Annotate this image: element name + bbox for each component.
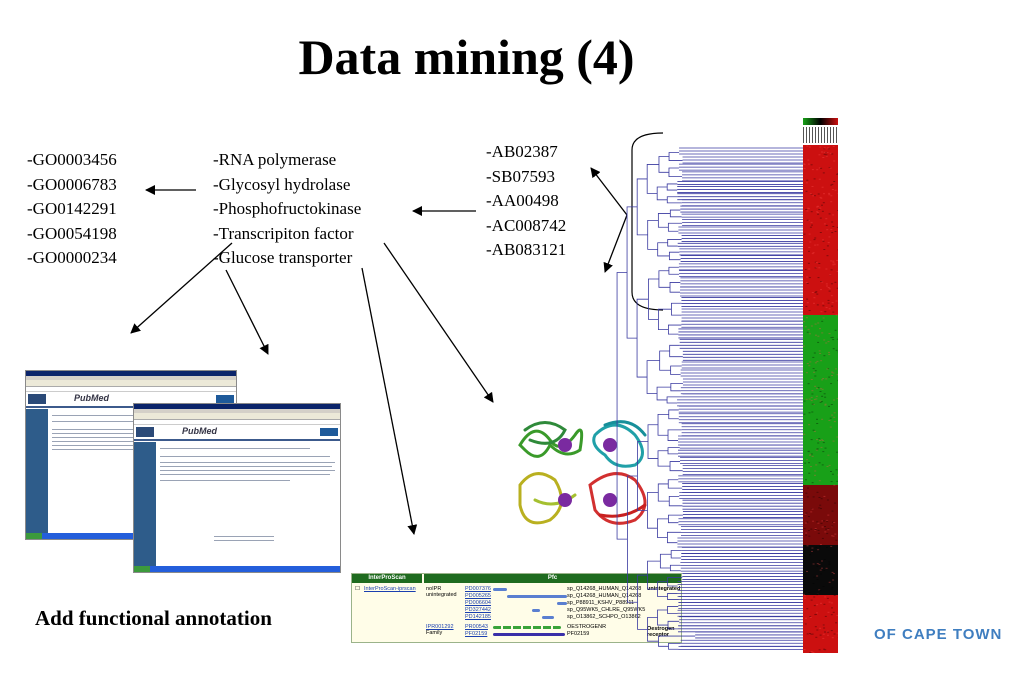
row-label: sp_Q95WK5_CHLRE_Q95WK5 bbox=[567, 607, 646, 613]
arrow-to-interpro bbox=[361, 267, 418, 535]
pfam-link[interactable]: PD142185 bbox=[465, 614, 491, 620]
window-titlebar bbox=[134, 404, 340, 409]
row-label: sp_Q14268_HUMAN_Q14268 bbox=[567, 593, 642, 599]
arrow-to-pubmed-1 bbox=[130, 242, 233, 334]
arrow-brace-down bbox=[603, 214, 628, 273]
go-term: -GO0006783 bbox=[27, 174, 117, 194]
protein-name: -RNA polymerase bbox=[213, 150, 337, 169]
go-term: -GO0000234 bbox=[27, 248, 117, 267]
ncbi-logo-icon bbox=[136, 427, 154, 437]
pfam-link[interactable]: PD005265 bbox=[465, 593, 491, 599]
accession: -AA00498 bbox=[486, 191, 559, 210]
arrow-brace-up bbox=[590, 167, 628, 216]
row-label: sp_P88911_KSHV_P88911 bbox=[567, 600, 635, 606]
group1-id: noIPR bbox=[426, 586, 442, 592]
pubmed-sidebar bbox=[26, 409, 48, 533]
page-title: Data mining (4) bbox=[298, 29, 635, 85]
pubmed-sidebar bbox=[134, 442, 156, 566]
accession: -AC008742 bbox=[486, 215, 567, 235]
expression-heatmap bbox=[803, 145, 838, 653]
arrow-to-structure bbox=[383, 242, 494, 403]
group1-type: unintegrated bbox=[426, 592, 457, 598]
pubmed-logo-icon: PubMed bbox=[182, 426, 217, 436]
protein-name: -Glycosyl hydrolase bbox=[213, 174, 351, 194]
protein-name: -Glucose transporter bbox=[213, 248, 353, 267]
browser-toolbar bbox=[134, 413, 340, 420]
pfam-link[interactable]: PD327442 bbox=[465, 607, 491, 613]
brace-icon bbox=[631, 132, 664, 311]
pubmed-logo-icon: PubMed bbox=[74, 393, 109, 403]
accession-list: -AB02387 -SB07593 -AA00498 -AC008742 -AB… bbox=[486, 140, 566, 263]
pfam-link[interactable]: PD007376 bbox=[465, 586, 491, 592]
group1-label: unintegrated bbox=[647, 586, 681, 592]
pubmed-header: PubMed bbox=[134, 425, 340, 441]
go-term-list: -GO0003456 -GO0006783 -GO0142291 -GO0054… bbox=[27, 148, 117, 271]
heatmap-color-scale bbox=[803, 118, 838, 125]
row-label: sp_Q14268_HUMAN_Q14268 bbox=[567, 586, 642, 592]
group2-label: Oestrogen receptor bbox=[647, 626, 675, 638]
go-term: -GO0003456 bbox=[27, 150, 117, 169]
interproscan-link[interactable]: InterProScan-iprscan bbox=[364, 586, 416, 592]
taskbar bbox=[26, 533, 236, 539]
library-logo-icon bbox=[216, 395, 234, 403]
go-term: -GO0054198 bbox=[27, 223, 117, 243]
start-button[interactable] bbox=[134, 566, 150, 572]
protein-name-list: -RNA polymerase -Glycosyl hydrolase -Pho… bbox=[213, 148, 361, 271]
taskbar bbox=[134, 566, 340, 572]
row-label: OESTROGENR bbox=[567, 624, 607, 630]
row-label: PF02159 bbox=[567, 631, 590, 637]
heatmap-sample-labels bbox=[803, 127, 838, 143]
protein-name: -Transcripiton factor bbox=[213, 223, 354, 243]
pfam-link[interactable]: PF02159 bbox=[465, 631, 488, 637]
go-term: -GO0142291 bbox=[27, 199, 117, 218]
start-button[interactable] bbox=[26, 533, 42, 539]
interpro-col-header: InterProScan bbox=[352, 574, 422, 583]
library-logo-icon bbox=[320, 428, 338, 436]
menu-bar bbox=[134, 409, 340, 413]
address-bar bbox=[26, 387, 236, 392]
arrow-to-pubmed-2 bbox=[225, 269, 269, 355]
menu-bar bbox=[26, 376, 236, 380]
browser-toolbar bbox=[26, 380, 236, 387]
window-titlebar bbox=[26, 371, 236, 376]
pfam-link[interactable]: PD006604 bbox=[465, 600, 491, 606]
interpro-table: InterProScan Pfc ☐ InterProScan-iprscan … bbox=[351, 573, 682, 643]
pfc-col-header: Pfc bbox=[424, 574, 681, 583]
row-label: sp_O13862_SCHPO_O13862 bbox=[567, 614, 641, 620]
accession: -SB07593 bbox=[486, 166, 555, 186]
protein-name: -Phosphofructokinase bbox=[213, 199, 362, 218]
protein-structure-icon bbox=[518, 420, 647, 525]
address-bar bbox=[134, 420, 340, 425]
group2-type: Family bbox=[426, 630, 443, 636]
row-checkbox[interactable]: ☐ bbox=[355, 586, 360, 592]
pubmed-window-front[interactable]: PubMed bbox=[133, 403, 341, 573]
accession: -AB083121 bbox=[486, 240, 567, 259]
university-logo: OF CAPE TOWN bbox=[874, 626, 1003, 643]
ncbi-logo-icon bbox=[28, 394, 46, 404]
accession: -AB02387 bbox=[486, 142, 558, 161]
caption: Add functional annotation bbox=[35, 606, 272, 630]
pfam-link[interactable]: PR00543 bbox=[465, 624, 488, 630]
group2-id[interactable]: IPR001292 bbox=[426, 624, 454, 630]
dendrogram bbox=[616, 147, 803, 650]
